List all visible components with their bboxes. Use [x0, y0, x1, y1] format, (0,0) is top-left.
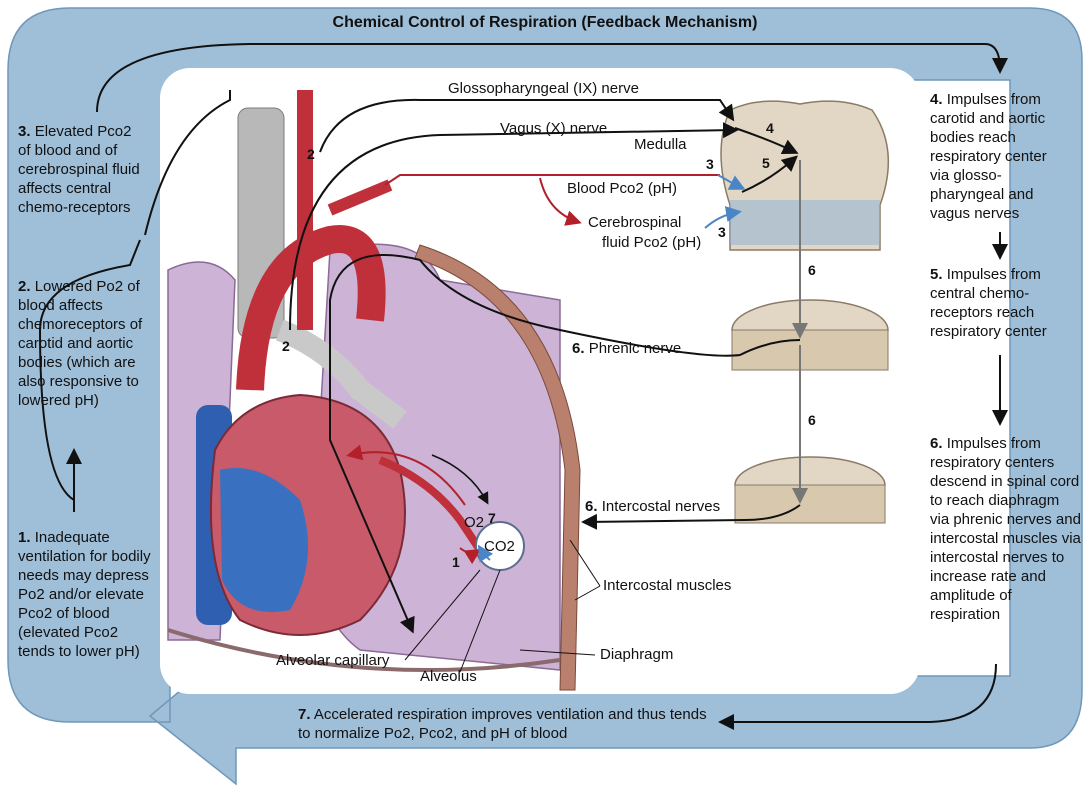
step-4-body: Impulses from carotid and aortic bodies …: [930, 91, 1047, 222]
marker-3-blood: 3: [706, 156, 714, 172]
diagram-title: Chemical Control of Respiration (Feedbac…: [0, 14, 1090, 32]
o2-label: O2: [464, 514, 484, 531]
marker-4: 4: [766, 120, 774, 136]
step-2-number: 2.: [18, 278, 31, 295]
co2-label: CO2: [484, 538, 515, 555]
step-2-body: Lowered Po2 of blood affects chemorecept…: [18, 278, 142, 409]
marker-5: 5: [762, 155, 770, 171]
phrenic-nerve-text: Phrenic nerve: [589, 340, 682, 357]
marker-7: 7: [488, 510, 496, 526]
medulla-label: Medulla: [634, 136, 687, 153]
phrenic-nerve-label: 6. Phrenic nerve: [572, 340, 681, 357]
step-7-text: 7. Accelerated respiration improves vent…: [298, 705, 718, 743]
medulla-csf: [730, 200, 880, 245]
csf-pco2-label-line2: fluid Pco2 (pH): [602, 234, 701, 251]
vagus-label: Vagus (X) nerve: [500, 120, 607, 137]
alveolus-label: Alveolus: [420, 668, 477, 685]
cord-upper-side: [732, 330, 888, 370]
step-3-text: 3. Elevated Pco2 of blood and of cerebro…: [18, 122, 140, 217]
step-3-number: 3.: [18, 123, 31, 140]
marker-2-carotid: 2: [307, 146, 315, 162]
step-7-body: Accelerated respiration improves ventila…: [298, 706, 707, 742]
marker-1: 1: [452, 554, 460, 570]
intercostal-nerves-text: Intercostal nerves: [602, 498, 720, 515]
step-7-number: 7.: [298, 706, 311, 723]
diaphragm-label: Diaphragm: [600, 646, 673, 663]
step-3-body: Elevated Pco2 of blood and of cerebrospi…: [18, 123, 140, 216]
csf-pco2-label-line1: Cerebrospinal: [588, 214, 681, 231]
marker-6-lower: 6: [808, 412, 816, 428]
glossopharyngeal-label: Glossopharyngeal (IX) nerve: [448, 80, 639, 97]
step-5-text: 5. Impulses from central chemo-receptors…: [930, 265, 1070, 341]
marker-2-aortic: 2: [282, 338, 290, 354]
step-5-body: Impulses from central chemo-receptors re…: [930, 266, 1047, 340]
intercostal-muscles-label: Intercostal muscles: [603, 577, 731, 594]
step-1-number: 1.: [18, 529, 31, 546]
step-4-text: 4. Impulses from carotid and aortic bodi…: [930, 90, 1070, 223]
step-6-body: Impulses from respiratory centers descen…: [930, 435, 1081, 623]
marker-6-upper: 6: [808, 262, 816, 278]
marker-3-csf: 3: [718, 224, 726, 240]
intercostal-nerves-label: 6. Intercostal nerves: [585, 498, 720, 515]
cord-lower-side: [735, 485, 885, 523]
step-4-number: 4.: [930, 91, 943, 108]
phrenic-nerve-number: 6.: [572, 340, 585, 357]
blood-pco2-label: Blood Pco2 (pH): [567, 180, 677, 197]
alveolar-capillary-label: Alveolar capillary: [276, 652, 389, 669]
step-6-text: 6. Impulses from respiratory centers des…: [930, 434, 1082, 624]
step-5-number: 5.: [930, 266, 943, 283]
step-1-body: Inadequate ventilation for bodily needs …: [18, 529, 151, 660]
intercostal-nerves-number: 6.: [585, 498, 598, 515]
step-2-text: 2. Lowered Po2 of blood affects chemorec…: [18, 277, 158, 410]
step-1-text: 1. Inadequate ventilation for bodily nee…: [18, 528, 154, 661]
step-6-number: 6.: [930, 435, 943, 452]
